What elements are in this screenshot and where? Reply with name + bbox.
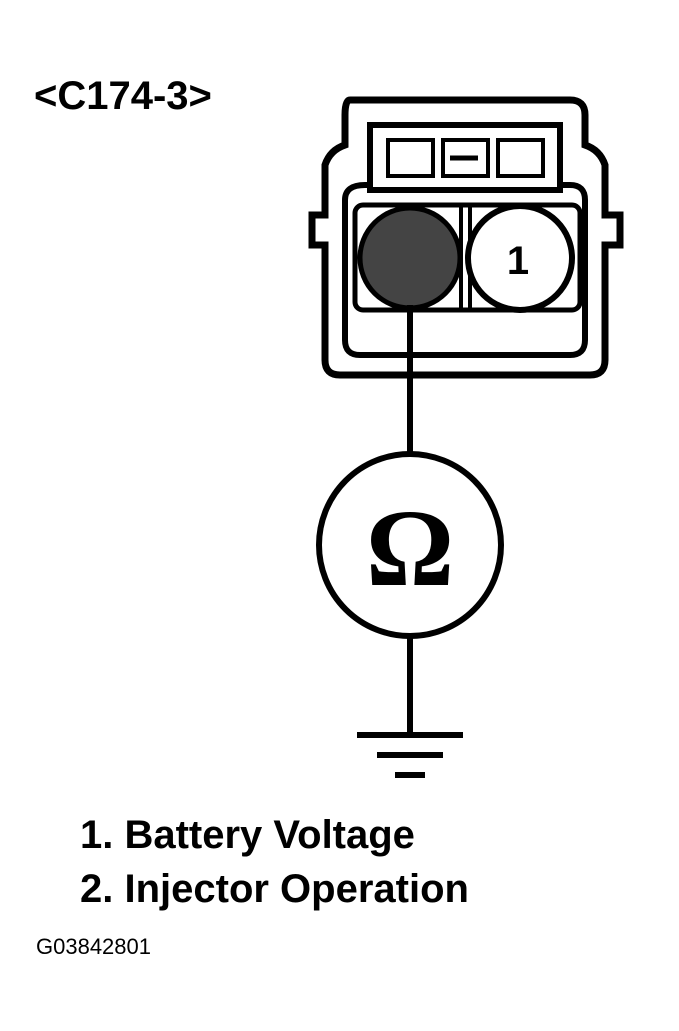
figure-id: G03842801 — [36, 934, 151, 959]
terminal-1-label: 1 — [507, 239, 529, 283]
terminal-2-shaded — [357, 205, 463, 311]
lock-tab-slot-3 — [496, 138, 545, 178]
legend-item: 2. Injector Operation — [80, 867, 469, 911]
ground-icon — [357, 732, 463, 778]
legend-item: 1. Battery Voltage — [80, 813, 415, 857]
legend: 1. Battery Voltage 2. Injector Operation — [80, 808, 469, 916]
connector-label: <C174-3> — [34, 74, 212, 118]
lock-tab-slot-1 — [386, 138, 435, 178]
terminal-1 — [465, 203, 575, 313]
lock-tab-slot-2 — [441, 138, 490, 178]
connector-housing-inner — [342, 182, 588, 358]
ohm-symbol: Ω — [366, 487, 454, 609]
